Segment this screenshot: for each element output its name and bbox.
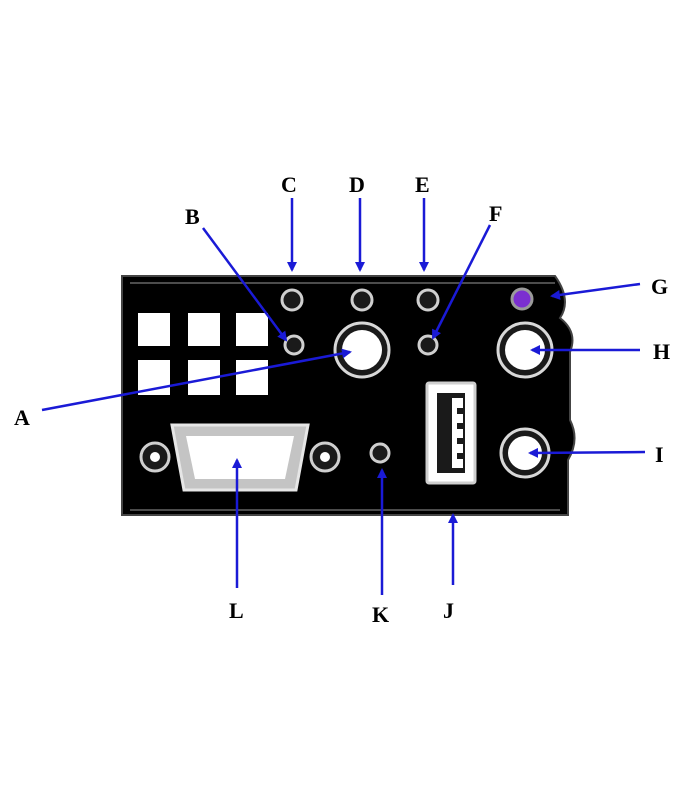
callout-arrows xyxy=(41,198,646,595)
led-k xyxy=(369,442,391,464)
callout-label-d: D xyxy=(349,172,365,197)
arrow-b xyxy=(201,227,288,342)
callout-label-b: B xyxy=(185,204,200,229)
callout-labels: A B C D E F G H I J K L xyxy=(14,172,670,627)
arrow-a xyxy=(41,348,352,412)
arrow-i xyxy=(528,447,646,458)
vent-grid xyxy=(138,313,268,395)
led-g-purple xyxy=(510,287,534,311)
vent-slot xyxy=(188,313,220,346)
port-a-round-jack xyxy=(333,321,391,379)
led-b xyxy=(283,334,305,356)
led-d xyxy=(350,288,374,312)
callout-label-j: J xyxy=(443,598,454,623)
callout-label-a: A xyxy=(14,405,30,430)
port-h-round-jack xyxy=(496,321,554,379)
callout-label-g: G xyxy=(651,274,668,299)
callout-label-l: L xyxy=(229,598,244,623)
led-e xyxy=(416,288,440,312)
callout-label-e: E xyxy=(415,172,430,197)
led-f xyxy=(417,334,439,356)
arrow-g xyxy=(550,282,641,300)
callout-label-k: K xyxy=(372,602,389,627)
callout-label-c: C xyxy=(281,172,297,197)
vent-slot xyxy=(236,360,268,395)
led-c xyxy=(280,288,304,312)
port-j-usb xyxy=(425,381,477,485)
callout-label-f: F xyxy=(489,201,502,226)
port-l-dsub-connector xyxy=(139,423,341,492)
arrow-f xyxy=(431,224,492,340)
vent-slot xyxy=(236,313,268,346)
vent-slot xyxy=(138,313,170,346)
callout-label-i: I xyxy=(655,442,664,467)
callout-label-h: H xyxy=(653,339,670,364)
